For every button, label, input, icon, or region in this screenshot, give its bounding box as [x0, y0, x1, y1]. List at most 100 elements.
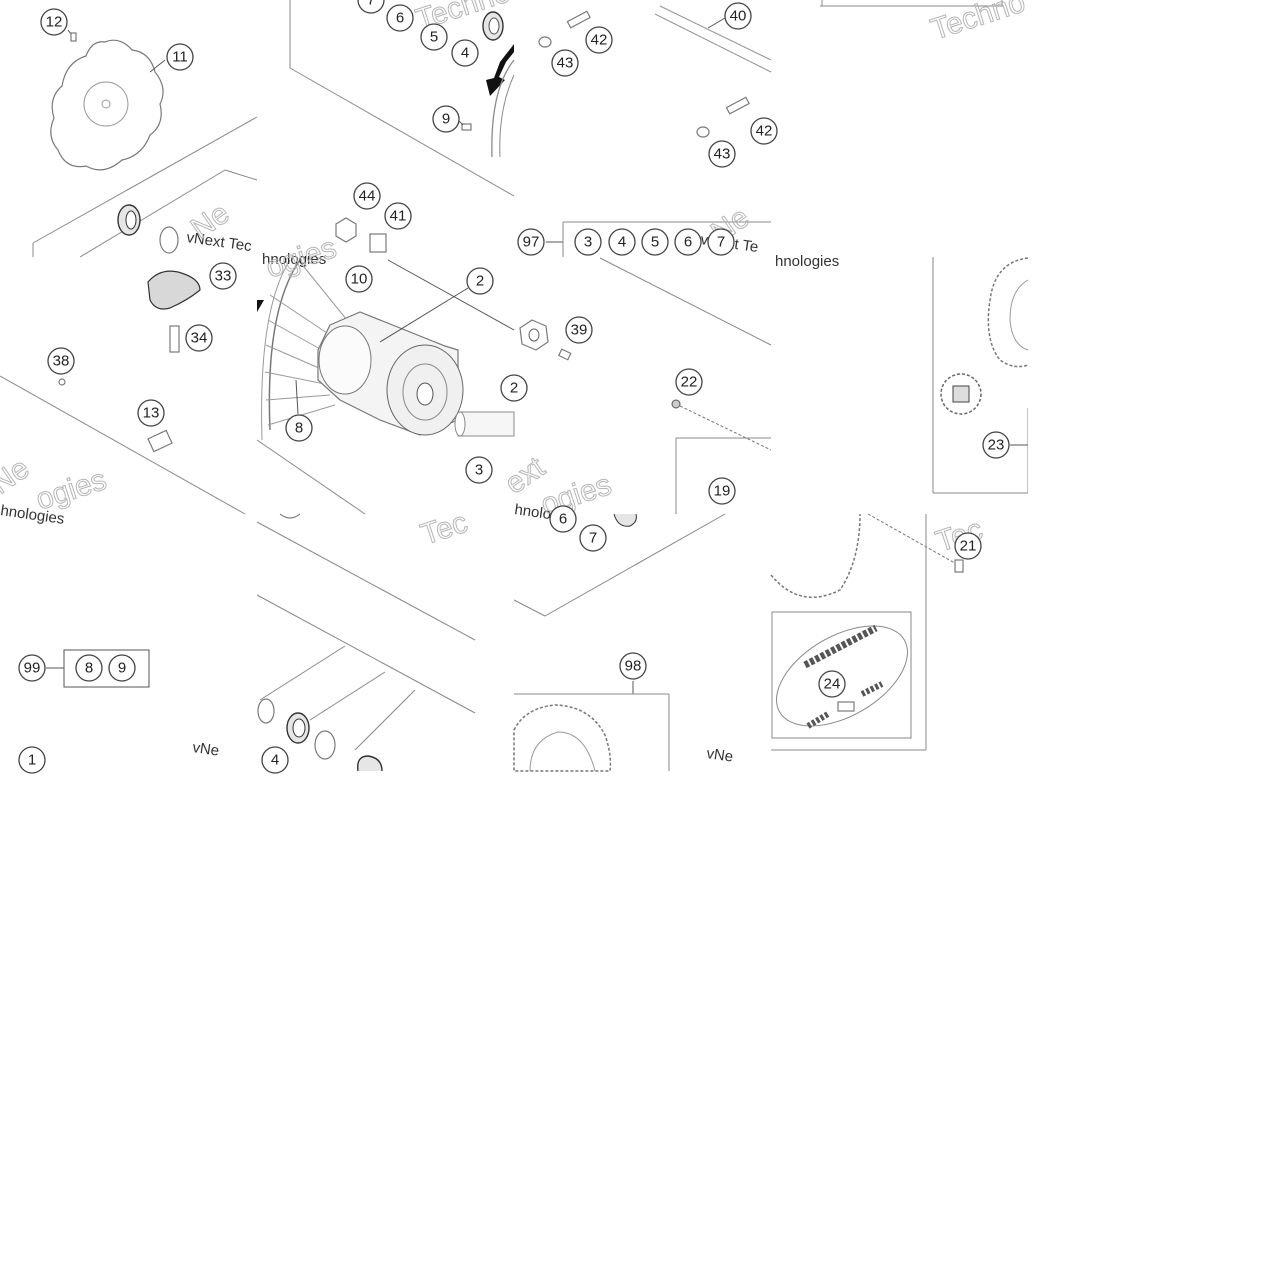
rear-sprocket-98-inner: [529, 731, 596, 772]
callout-7c: 7: [579, 524, 607, 552]
svg-text:7: 7: [589, 530, 597, 547]
callout-44: 44: [353, 182, 381, 210]
watermark-text: vNe: [705, 745, 734, 766]
svg-text:98: 98: [625, 658, 642, 675]
tile-hub-upper: [289, 0, 515, 253]
bearing-inner: [292, 718, 306, 738]
spacer-34-drawing: [169, 325, 180, 353]
callout-7b: 7: [707, 228, 735, 256]
svg-text:7: 7: [367, 0, 375, 9]
chain-slider-33-drawing: [147, 270, 201, 310]
callout-1: 1: [18, 746, 46, 774]
frame-line: [79, 169, 226, 258]
leader-2: [379, 287, 469, 343]
ring-drawing: [314, 730, 336, 760]
watermark-outline: ogies: [262, 231, 340, 285]
nut-39-inner: [528, 328, 540, 342]
svg-text:5: 5: [651, 234, 659, 251]
svg-text:1: 1: [28, 752, 36, 769]
leader-41: [387, 259, 515, 331]
wheel-rim-arc: [499, 74, 515, 158]
leader-40: [707, 17, 726, 29]
svg-text:43: 43: [557, 55, 574, 72]
leader-22: [679, 405, 772, 451]
brake-disc-bolt-hole: [101, 99, 111, 109]
svg-text:3: 3: [475, 462, 483, 479]
callout-23: 23: [982, 431, 1010, 459]
bearing-inner: [125, 210, 137, 230]
svg-text:9: 9: [118, 660, 126, 677]
watermark-text: vNe: [191, 739, 220, 760]
svg-text:10: 10: [351, 271, 368, 288]
callout-41: 41: [384, 202, 412, 230]
svg-text:24: 24: [824, 676, 841, 693]
tile-axle: [538, 5, 772, 257]
callout-43: 43: [551, 49, 579, 77]
svg-text:39: 39: [571, 322, 588, 339]
front-sprocket-splines: [952, 385, 970, 403]
callout-21: 21: [954, 532, 982, 560]
svg-text:33: 33: [215, 268, 232, 285]
callout-6b: 6: [674, 228, 702, 256]
callout-8b: 8: [75, 654, 103, 682]
svg-text:34: 34: [191, 330, 208, 347]
rear-sprocket-lower: [770, 513, 861, 598]
chain-link-drawing: [860, 681, 884, 697]
nut-44-drawing: [335, 217, 357, 243]
svg-text:5: 5: [430, 29, 438, 46]
axle-40-drawing: [659, 5, 772, 61]
svg-text:99: 99: [24, 660, 41, 677]
callout-42b: 42: [750, 117, 778, 145]
tile-brake-disc: [32, 29, 258, 258]
tile-sprocket-kit: [513, 513, 726, 772]
tile-gap: [1028, 0, 1285, 771]
callout-98: 98: [619, 652, 647, 680]
spacer-13-drawing: [147, 429, 173, 453]
bolt-42-drawing: [725, 96, 750, 115]
frame-line: [32, 116, 258, 244]
watermark-text: hnologies: [775, 253, 839, 270]
callout-13: 13: [137, 399, 165, 427]
axle-drawing: [457, 411, 515, 437]
leader-21: [867, 513, 961, 567]
screw-9-drawing: [461, 123, 472, 131]
svg-text:12: 12: [46, 14, 63, 31]
seal-inner: [488, 17, 500, 35]
svg-text:22: 22: [681, 374, 698, 391]
frame-line: [259, 645, 346, 701]
svg-text:4: 4: [618, 234, 626, 251]
callout-99: 99: [18, 654, 46, 682]
svg-text:43: 43: [714, 146, 731, 163]
svg-text:11: 11: [172, 49, 188, 66]
bolt-22-drawing: [671, 399, 681, 409]
callout-7: 7: [357, 0, 385, 14]
callout-43b: 43: [708, 140, 736, 168]
frame-line: [256, 439, 366, 515]
chain-loop: [776, 625, 908, 727]
brake-disc-center: [83, 81, 129, 127]
svg-text:19: 19: [714, 483, 731, 500]
callout-5b: 5: [641, 228, 669, 256]
svg-text:8: 8: [295, 420, 303, 437]
svg-text:4: 4: [461, 45, 469, 62]
svg-text:38: 38: [53, 353, 70, 370]
callout-39: 39: [565, 316, 593, 344]
rear-sprocket-inner: [1009, 279, 1029, 351]
tile-spacers: [256, 513, 476, 772]
watermark-outline: Tec: [417, 506, 472, 552]
nut-41-drawing: [369, 233, 387, 253]
frame-line: [309, 671, 386, 721]
callout-22: 22: [675, 368, 703, 396]
rear-sprocket-98-drawing: [513, 704, 612, 772]
tile-rear-hub: [256, 259, 549, 515]
callout-8: 8: [285, 414, 313, 442]
callout-12: 12: [40, 8, 68, 36]
bolt-21-drawing: [954, 559, 964, 573]
rim-arc: [268, 259, 301, 431]
chain-24-drawing: [803, 624, 878, 669]
svg-text:6: 6: [396, 10, 404, 27]
svg-text:41: 41: [390, 208, 407, 225]
callout-9: 9: [432, 105, 460, 133]
callout-3b: 3: [465, 456, 493, 484]
